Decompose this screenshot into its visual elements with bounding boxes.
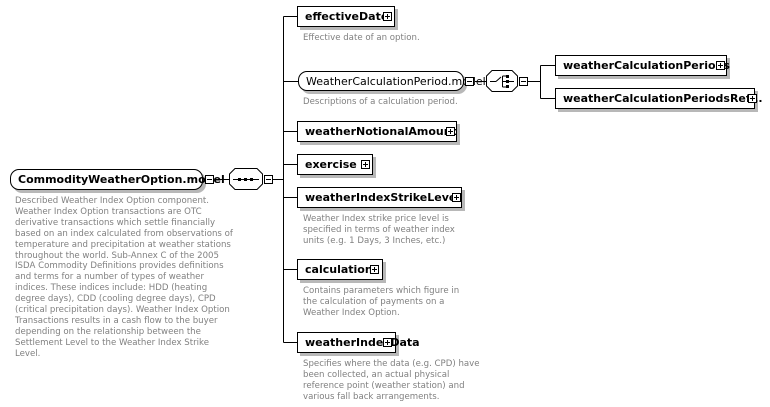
element-exercise[interactable]: exercise <box>297 154 373 175</box>
element-label: weatherIndexData <box>305 336 420 349</box>
plus-icon[interactable] <box>446 127 455 136</box>
minus-icon[interactable] <box>205 175 214 184</box>
root-model-label: CommodityWeatherOption.model <box>18 173 225 186</box>
element-weather-index-strike-level[interactable]: weatherIndexStrikeLevel <box>297 187 462 208</box>
choice-compositor-icon[interactable] <box>486 70 518 92</box>
root-model-description: Described Weather Index Option component… <box>15 196 233 359</box>
element-label: exercise <box>305 158 357 171</box>
element-label: weatherCalculationPeriods <box>563 59 730 72</box>
group-label: WeatherCalculationPeriod.model <box>306 74 486 88</box>
element-description: Contains parameters which figure in the … <box>303 286 460 318</box>
plus-icon[interactable] <box>383 12 392 21</box>
element-weather-notional-amount[interactable]: weatherNotionalAmount <box>297 121 457 142</box>
plus-icon[interactable] <box>716 61 725 70</box>
plus-icon[interactable] <box>748 94 757 103</box>
minus-icon[interactable] <box>465 77 474 86</box>
minus-icon[interactable] <box>519 77 528 86</box>
element-weather-index-data[interactable]: weatherIndexData <box>297 332 420 353</box>
element-label: calculation <box>305 263 373 276</box>
root-model-node[interactable]: CommodityWeatherOption.model <box>10 169 225 190</box>
plus-icon[interactable] <box>370 265 379 274</box>
element-description: Specifies where the data (e.g. CPD) have… <box>303 359 480 402</box>
sequence-compositor-icon[interactable] <box>229 168 263 190</box>
element-label: weatherCalculationPeriodsRef... <box>563 92 763 105</box>
element-weather-calculation-periods[interactable]: weatherCalculationPeriods <box>555 55 730 76</box>
plus-icon[interactable] <box>361 160 370 169</box>
element-description: Weather Index strike price level is spec… <box>303 214 455 246</box>
plus-icon[interactable] <box>452 193 461 202</box>
plus-icon[interactable] <box>383 338 392 347</box>
element-effective-date[interactable]: effectiveDate <box>297 6 395 27</box>
element-label: weatherIndexStrikeLevel <box>305 191 461 204</box>
element-calculation[interactable]: calculation <box>297 259 383 280</box>
group-weather-calculation-period-model[interactable]: WeatherCalculationPeriod.model <box>298 71 486 91</box>
element-label: effectiveDate <box>305 10 389 23</box>
element-description: Effective date of an option. <box>303 33 420 43</box>
minus-icon[interactable] <box>264 175 273 184</box>
element-weather-calculation-periods-ref[interactable]: weatherCalculationPeriodsRef... <box>555 88 763 109</box>
group-description: Descriptions of a calculation period. <box>303 97 458 107</box>
element-label: weatherNotionalAmount <box>305 125 457 138</box>
